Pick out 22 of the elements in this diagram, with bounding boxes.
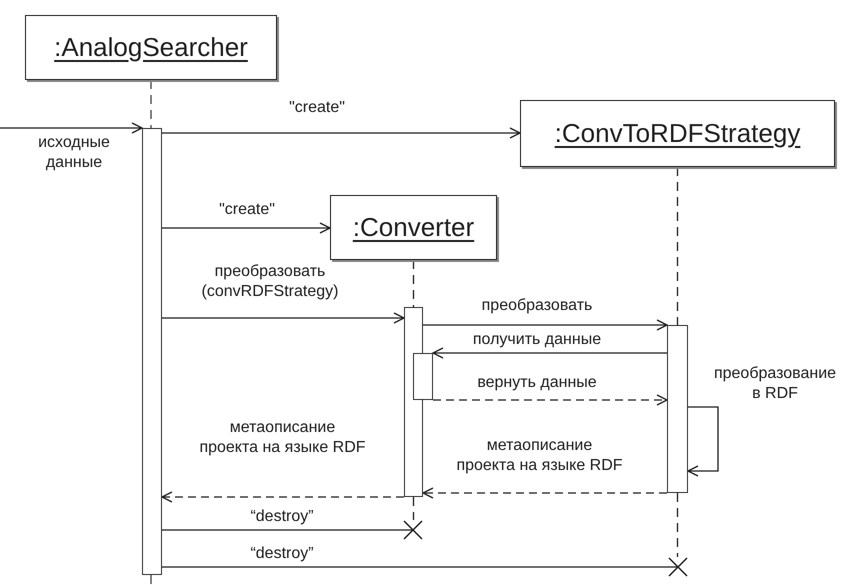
message-arrow [423, 319, 668, 331]
message-arrow [161, 491, 404, 503]
message-arrow [422, 487, 667, 499]
object-box: :ConvToRDFStrategy [520, 100, 835, 167]
activation-bar [142, 128, 162, 575]
message-arrow [433, 394, 668, 406]
destruction-mark [403, 520, 423, 540]
message-arrow [432, 347, 667, 359]
object-box: :AnalogSearcher [25, 15, 277, 80]
activation-bar [667, 325, 688, 493]
message-arrow [162, 222, 331, 234]
message-arrow [162, 127, 521, 139]
destruction-mark [668, 557, 688, 577]
lifeline [412, 497, 414, 520]
activation-bar [413, 353, 433, 400]
message-arrow [0, 122, 143, 134]
message-arrow [162, 312, 405, 324]
message-arrow [687, 406, 719, 477]
lifeline [412, 260, 414, 307]
lifeline [676, 493, 678, 557]
object-box: :Converter [330, 195, 497, 260]
lifeline [676, 167, 678, 325]
